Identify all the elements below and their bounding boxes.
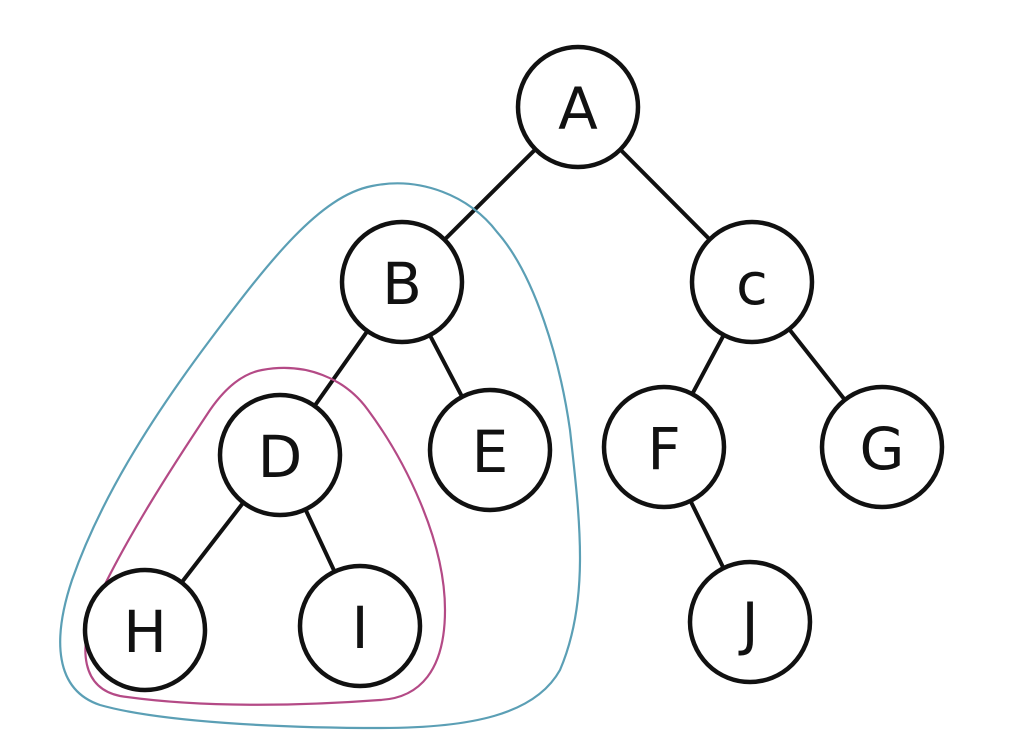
node-circle-c	[689, 219, 815, 345]
node-label-a: A	[558, 75, 598, 143]
node-label-f: F	[647, 415, 680, 483]
node-label-b: B	[382, 250, 422, 318]
node-label-c: c	[736, 250, 768, 318]
node-circle-e	[427, 387, 553, 513]
node-circle-b	[339, 219, 465, 345]
node-circle-f	[601, 384, 727, 510]
tree-node-c: c	[689, 219, 815, 345]
node-circle-d	[217, 392, 343, 518]
tree-node-g: G	[819, 384, 945, 510]
node-circle-a	[515, 44, 641, 170]
tree-node-f: F	[601, 384, 727, 510]
tree-node-d: D	[217, 392, 343, 518]
tree-node-h: H	[82, 567, 208, 693]
node-circle-i	[297, 563, 423, 689]
node-circle-g	[819, 384, 945, 510]
tree-node-i: I	[297, 563, 423, 689]
node-label-g: G	[860, 415, 905, 483]
tree-node-a: A	[515, 44, 641, 170]
tree-node-j: J	[687, 559, 813, 685]
subtree-outlines	[59, 182, 582, 730]
tree-node-b: B	[339, 219, 465, 345]
node-label-h: H	[123, 598, 167, 666]
node-label-e: E	[472, 418, 509, 486]
subtree-b-outline	[59, 182, 582, 730]
tree-edges	[143, 105, 884, 632]
tree-node-e: E	[427, 387, 553, 513]
node-label-d: D	[258, 423, 303, 491]
node-circle-j	[687, 559, 813, 685]
node-circle-h	[82, 567, 208, 693]
subtree-d-outline	[84, 366, 447, 706]
node-label-i: I	[351, 594, 368, 662]
node-label-j: J	[738, 590, 758, 658]
